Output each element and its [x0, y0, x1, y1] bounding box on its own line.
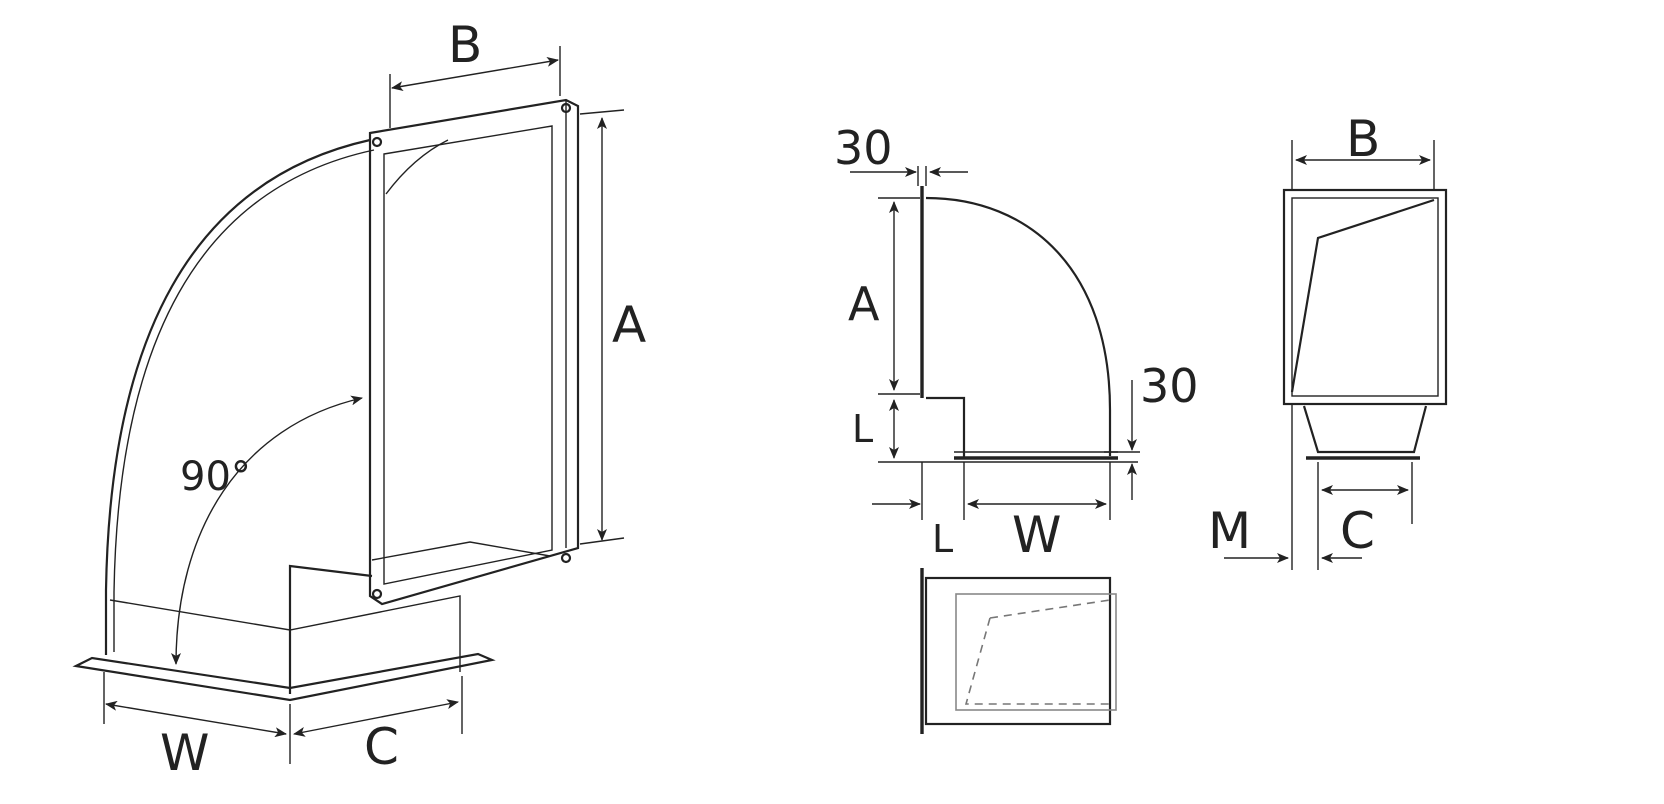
front-m-label: M — [1208, 502, 1251, 560]
plan-hidden-line — [964, 599, 1111, 705]
side-30-top-extension — [917, 166, 927, 186]
side-lw-extension — [921, 462, 1111, 520]
front-c-extension — [1317, 462, 1413, 570]
side-w-label: W — [1012, 506, 1061, 564]
angle-arc — [171, 395, 363, 665]
bolt-hole-bottom-right — [560, 552, 572, 564]
elbow-inner-curve-hint — [385, 139, 449, 195]
side-inner-step — [926, 396, 966, 458]
bolt-hole-top-left — [371, 136, 383, 148]
front-b-extension — [1291, 140, 1435, 190]
bolt-hole-bottom-left — [371, 588, 383, 600]
side-outer-curve — [925, 196, 1112, 456]
bolt-hole-top-right — [560, 102, 572, 114]
side-view: 30 A L 30 L W — [834, 121, 1199, 564]
front-c-label: C — [1340, 502, 1375, 560]
dimension-a-label: A — [612, 296, 646, 354]
front-transition-neck — [1302, 405, 1428, 454]
side-a-label: A — [848, 277, 880, 331]
dimension-b-label: B — [448, 16, 482, 74]
dimension-wc-extension — [103, 672, 463, 764]
front-b-label: B — [1346, 110, 1380, 168]
top-flange-inner — [383, 125, 553, 585]
bottom-flange — [72, 652, 496, 702]
side-l-vertical-label: L — [852, 407, 873, 451]
dimension-c-label: C — [364, 718, 399, 776]
front-flange-inner — [1291, 197, 1439, 397]
dimension-b-line — [391, 56, 559, 92]
side-30-right-label: 30 — [1140, 359, 1199, 413]
side-30-top-label: 30 — [834, 121, 893, 175]
elbow-outer-curve-inner-edge — [113, 149, 375, 652]
angle-label: 90° — [180, 454, 251, 500]
dimension-b-extension — [389, 46, 561, 128]
side-l-horizontal-label: L — [932, 517, 953, 561]
dimension-a-extension — [579, 109, 625, 545]
elbow-inner-face — [371, 541, 551, 561]
dimension-c-line — [293, 699, 459, 737]
plan-inner-outline — [955, 593, 1117, 711]
elbow-bottom-band — [109, 595, 461, 672]
front-flange-outer — [1282, 188, 1448, 406]
dimension-w-label: W — [160, 724, 209, 782]
plan-body — [924, 576, 1112, 726]
front-view: B C M — [1208, 110, 1448, 570]
front-inner-diagonal — [1290, 198, 1435, 393]
dimension-w-line — [105, 700, 287, 738]
plan-view — [920, 568, 1117, 734]
isometric-view: B A 90° W C — [72, 16, 646, 782]
side-a-extension — [878, 197, 920, 395]
elbow-outer-curve — [104, 138, 371, 655]
